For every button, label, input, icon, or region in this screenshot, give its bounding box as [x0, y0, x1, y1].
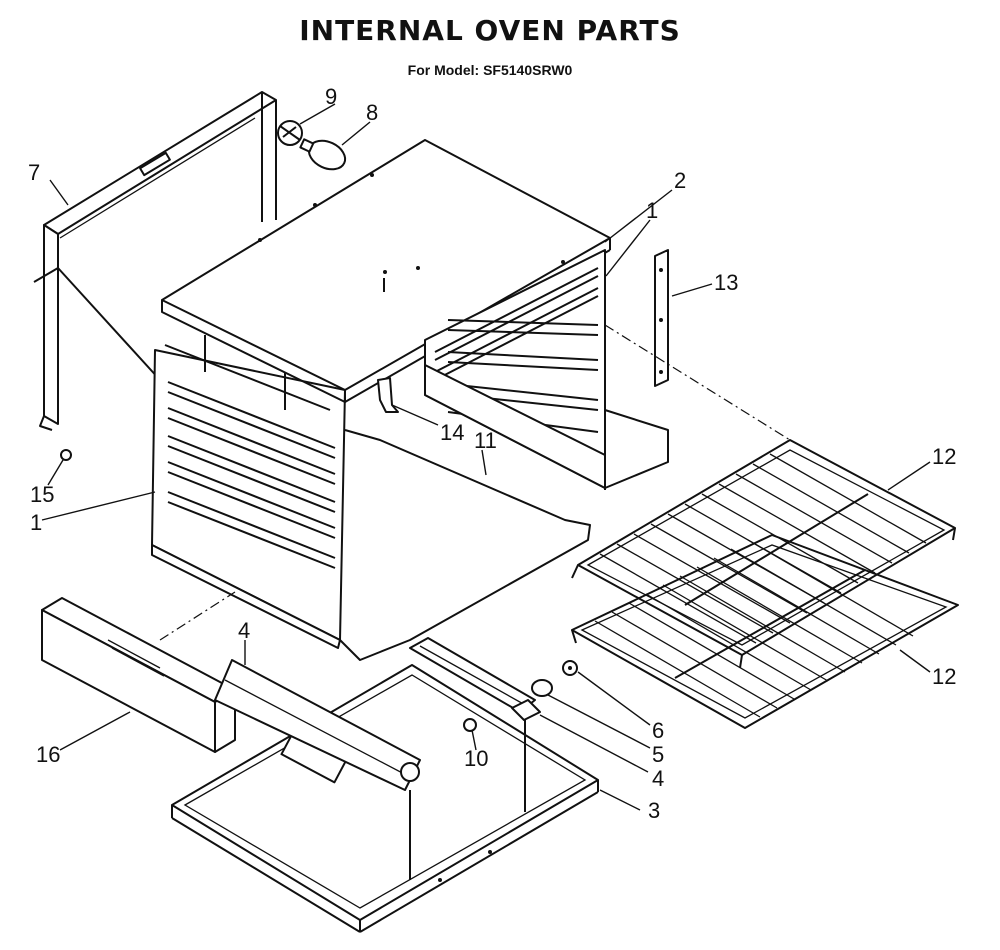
callout-1-left: 1	[30, 510, 42, 535]
callout-7: 7	[28, 160, 40, 185]
part-1-right-side-slides	[424, 249, 669, 490]
part-15-screw	[60, 449, 72, 461]
part-5-bracket	[511, 679, 553, 721]
leader-lines	[41, 103, 931, 811]
diagram-title: INTERNAL OVEN PARTS	[299, 14, 681, 47]
part-13-side-strip	[654, 249, 669, 387]
callout-12-upper: 12	[932, 444, 956, 469]
callout-14: 14	[440, 420, 464, 445]
callout-2: 2	[674, 168, 686, 193]
part-9-light-socket	[277, 120, 303, 146]
part-6-nut	[562, 660, 578, 676]
callout-5: 5	[652, 742, 664, 767]
callout-8: 8	[366, 100, 378, 125]
callout-9: 9	[325, 84, 337, 109]
part-8-light-bulb	[299, 138, 347, 171]
callout-10: 10	[464, 746, 488, 771]
part-4-burner-right	[409, 637, 536, 713]
model-subtitle: For Model: SF5140SRW0	[407, 62, 573, 78]
callout-11: 11	[474, 428, 497, 453]
callout-3: 3	[648, 798, 660, 823]
oven-cavity	[151, 139, 611, 661]
callout-6: 6	[652, 718, 664, 743]
callout-4-left: 4	[238, 618, 250, 643]
callout-13: 13	[714, 270, 738, 295]
part-7-back-frame	[33, 91, 277, 431]
callout-16: 16	[36, 742, 60, 767]
callout-4-right: 4	[652, 766, 664, 791]
callout-12-lower: 12	[932, 664, 956, 689]
part-16-vent-trim	[41, 597, 236, 753]
callout-15: 15	[30, 482, 54, 507]
part-12-lower-rack	[571, 534, 959, 729]
part-10-screw	[463, 718, 477, 732]
part-4-burner-left	[214, 659, 421, 791]
callout-1-right: 1	[646, 198, 658, 223]
